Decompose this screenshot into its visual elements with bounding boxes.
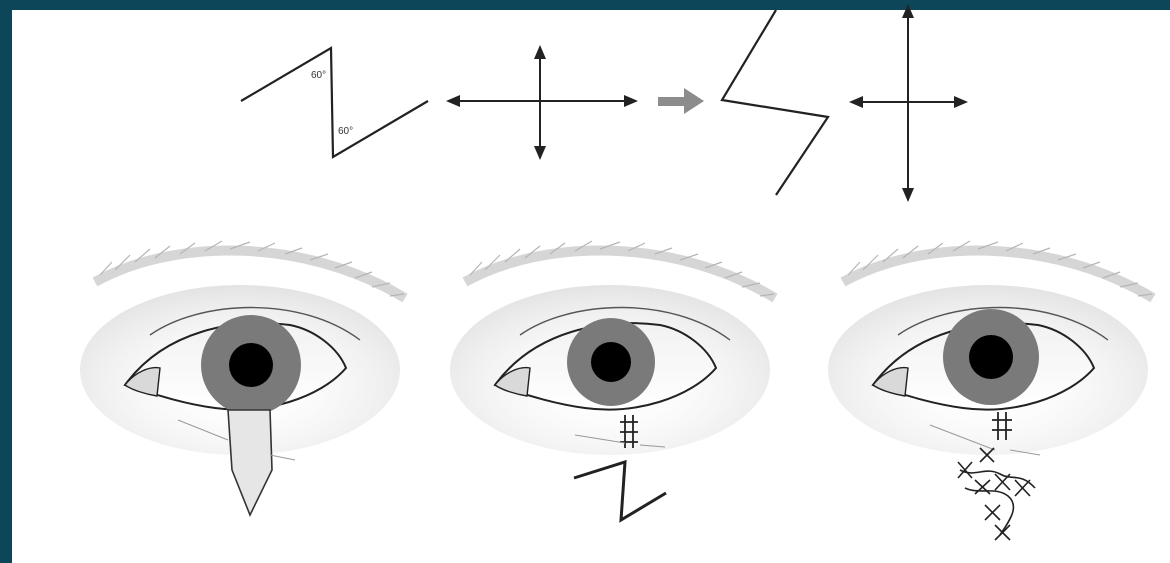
pupil [969, 335, 1013, 379]
zplasty-z-line [241, 48, 428, 157]
pupil [229, 343, 273, 387]
eye-panel-1 [80, 241, 405, 515]
axis-cross-after [851, 6, 966, 200]
excised-flap [228, 410, 272, 515]
eye-panel-3 [828, 241, 1153, 540]
z-incision [574, 462, 666, 520]
zplasty-after [722, 10, 828, 195]
angle-label-upper: 60° [311, 70, 326, 81]
eye-panel-2 [450, 241, 775, 520]
axis-cross-before [448, 47, 636, 158]
pupil [591, 342, 631, 382]
transposed-z-line [722, 10, 828, 195]
angle-label-lower: 60° [338, 126, 353, 137]
zplasty-design-before: 60° 60° [241, 48, 428, 157]
transposed-flap-sutures [958, 448, 1035, 540]
transition-arrow-icon [658, 88, 704, 114]
